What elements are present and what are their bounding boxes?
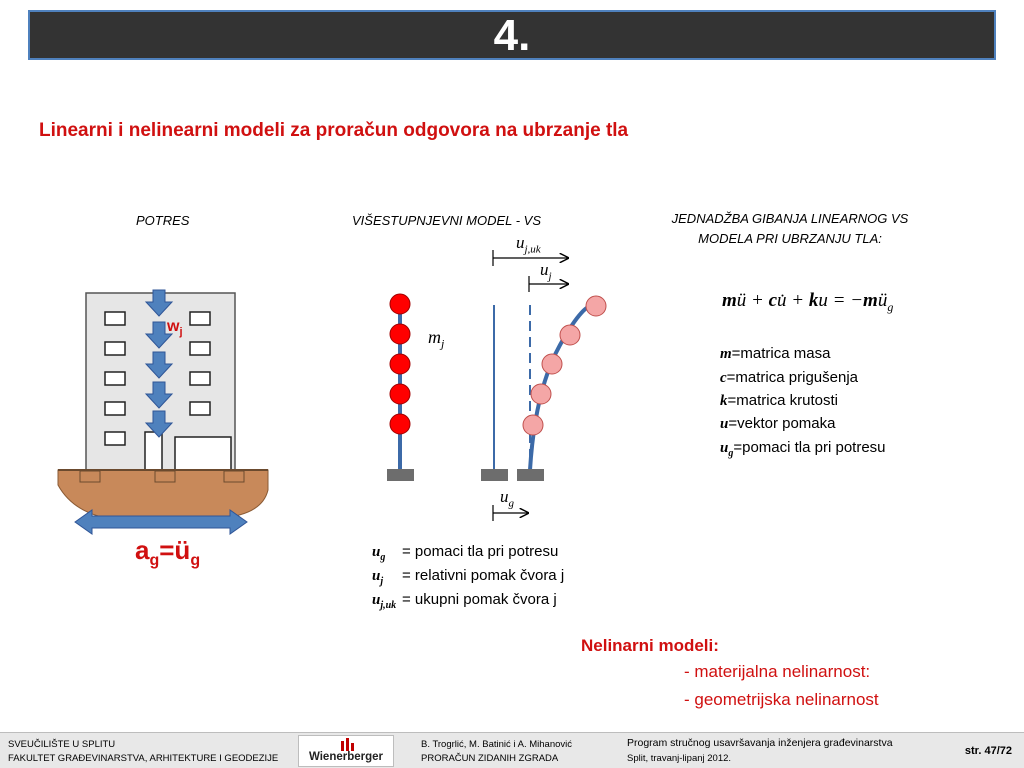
u-rel-label: uj xyxy=(540,260,552,283)
wienerberger-logo: Wienerberger xyxy=(298,735,394,767)
u-ground-label: ug xyxy=(500,487,514,510)
mass-label: mj xyxy=(428,327,445,351)
caption-equation-2: MODELA PRI UBRZANJU TLA: xyxy=(698,231,882,246)
legend-ujuk: uj,uk= ukupni pomak čvora j xyxy=(372,591,557,611)
footer: SVEUČILIŠTE U SPLITU FAKULTET GRAĐEVINAR… xyxy=(0,732,1024,768)
footer-program: Program stručnog usavršavanja inženjera … xyxy=(627,737,893,749)
nonlinear-title: Nelinarni modeli: xyxy=(581,636,719,655)
page-number: str. 47/72 xyxy=(964,745,1012,757)
reference-column xyxy=(481,305,508,481)
footer-authors: B. Trogrlić, M. Batinić i A. Mihanović xyxy=(421,739,572,750)
logo-text: Wienerberger xyxy=(308,751,384,763)
displacement-arrows xyxy=(492,250,568,521)
force-label: wj xyxy=(167,318,183,339)
title-bar: 4. xyxy=(28,10,996,60)
footer-university: SVEUČILIŠTE U SPLITU xyxy=(8,739,116,750)
definition-u: u=vektor pomaka xyxy=(720,415,836,432)
legend-uj: uj= relativni pomak čvora j xyxy=(372,567,565,587)
definition-ug: ug=pomaci tla pri potresu xyxy=(720,439,886,459)
footer-place: Split, travanj-lipanj 2012. xyxy=(627,753,732,764)
legend-ug: ug= pomaci tla pri potresu xyxy=(372,543,559,563)
building-illustration xyxy=(57,289,269,535)
acceleration-label: ag=üg xyxy=(135,535,201,570)
slide-subtitle: Linearni i nelinearni modeli za proračun… xyxy=(39,120,629,141)
motion-equation: mü + cu̇ + ku = −müg xyxy=(722,290,894,314)
definition-k: k=matrica krutosti xyxy=(720,392,838,409)
caption-potres: POTRES xyxy=(136,213,190,228)
footer-topic: PRORAČUN ZIDANIH ZGRADA xyxy=(421,753,559,764)
caption-equation-1: JEDNADŽBA GIBANJA LINEARNOG VS xyxy=(671,211,909,226)
definition-c: c=matrica prigušenja xyxy=(720,369,858,386)
definition-m: m=matrica masa xyxy=(720,345,831,362)
deformed-column xyxy=(517,295,607,481)
nonlinear-item-material: - materijalna nelinarnost: xyxy=(684,662,871,681)
mdof-model xyxy=(387,293,414,481)
logo-mark-icon xyxy=(341,738,354,751)
footer-faculty: FAKULTET GRAĐEVINARSTVA, ARHITEKTURE I G… xyxy=(8,753,279,764)
caption-model: VIŠESTUPNJEVNI MODEL - VS xyxy=(352,213,542,228)
nonlinear-item-geometric: - geometrijska nelinarnost xyxy=(684,690,879,709)
slide-number: 4. xyxy=(493,11,531,60)
u-total-label: uj,uk xyxy=(516,233,541,256)
